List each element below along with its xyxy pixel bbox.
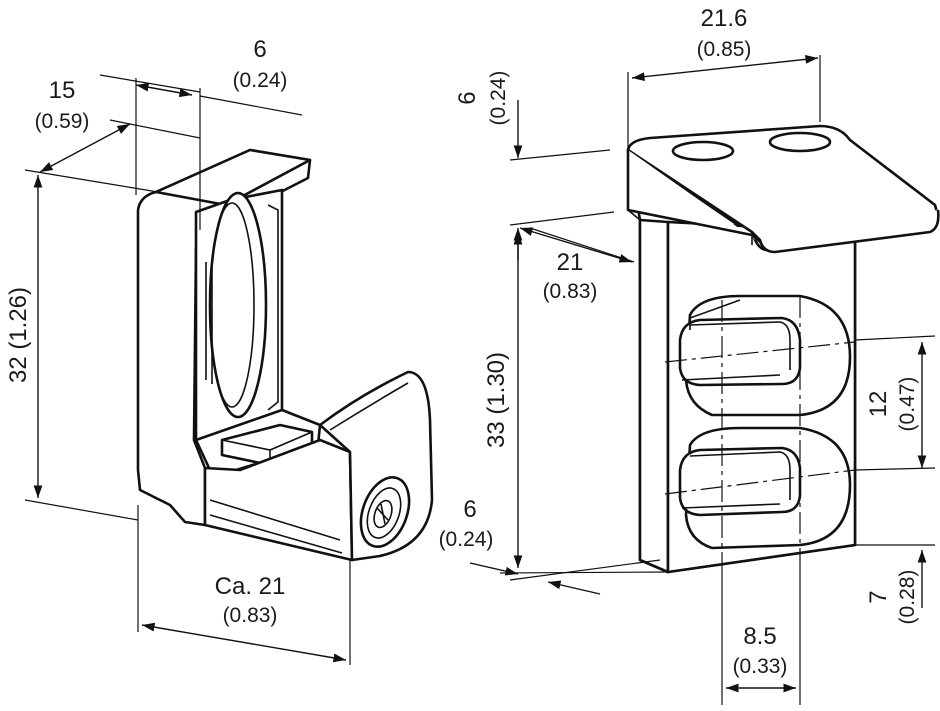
right-dimensions <box>469 54 936 705</box>
dim-8-5-value: 8.5 <box>743 623 776 650</box>
dim-6-bottom-value: 6 <box>463 496 476 523</box>
dim-21-6-inch: (0.85) <box>697 38 752 61</box>
dim-6-left-value: 6 <box>253 36 266 63</box>
dim-ca21-value: Ca. 21 <box>215 573 286 600</box>
dim-8-5-inch: (0.33) <box>733 655 788 678</box>
dim-6-top-value: 6 <box>454 91 481 104</box>
dim-6-left-inch: (0.24) <box>233 69 288 92</box>
dim-33-label: 33 (1.30) <box>483 352 510 448</box>
dim-21-inch: (0.83) <box>543 280 598 303</box>
dim-7-value: 7 <box>865 590 892 603</box>
left-bracket-part <box>136 148 434 562</box>
dim-12-inch: (0.47) <box>896 377 919 432</box>
dim-15-inch: (0.59) <box>35 110 90 133</box>
dim-21-6-value: 21.6 <box>701 5 748 32</box>
dim-21-value: 21 <box>557 249 584 276</box>
left-dimensions <box>24 74 351 665</box>
right-actuator-part <box>626 124 940 574</box>
dim-32-label: 32 (1.26) <box>5 287 32 383</box>
dim-12-value: 12 <box>865 391 892 418</box>
screw-icon <box>359 476 411 548</box>
dim-6-bottom-inch: (0.24) <box>439 528 494 551</box>
dim-7-inch: (0.28) <box>896 570 919 625</box>
dim-6-top-inch: (0.24) <box>487 71 510 126</box>
dim-15-value: 15 <box>49 77 76 104</box>
dim-ca21-inch: (0.83) <box>223 604 278 627</box>
